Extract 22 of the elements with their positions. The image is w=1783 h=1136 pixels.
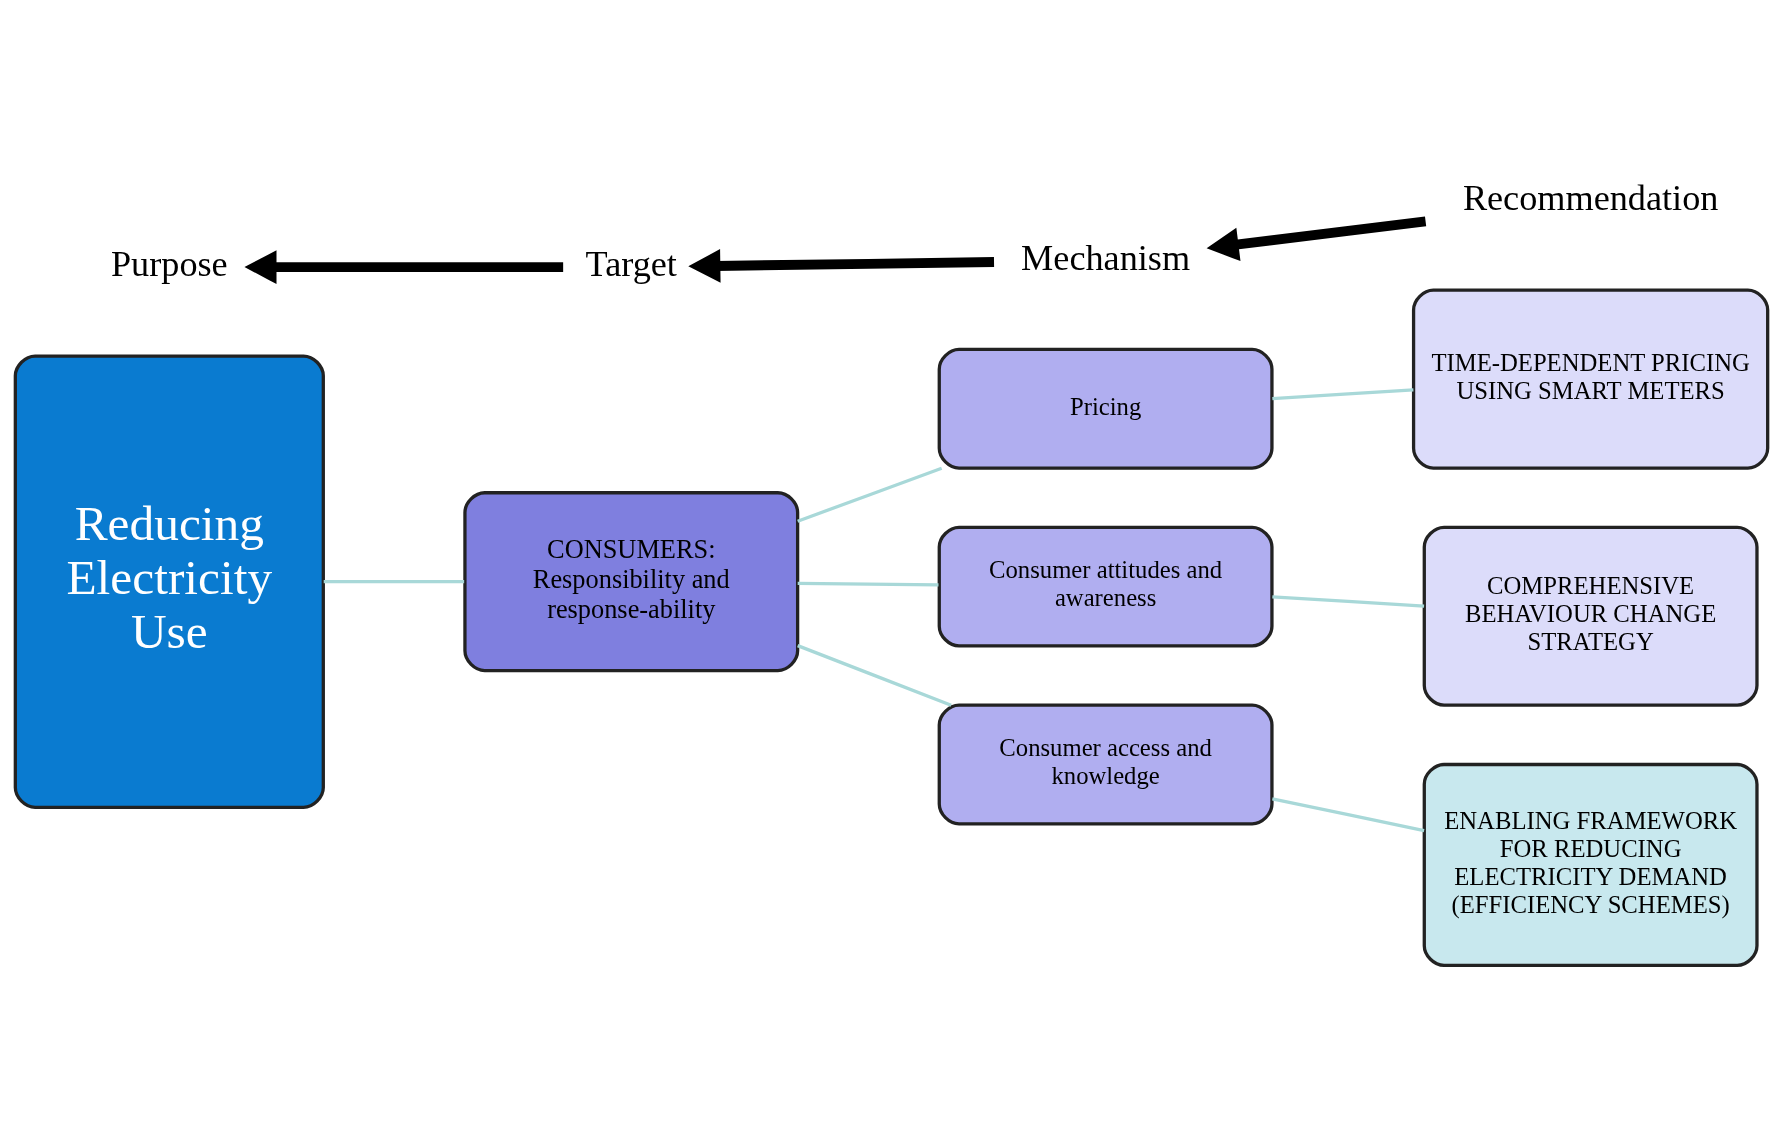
connector xyxy=(1272,594,1425,608)
connector xyxy=(323,579,465,583)
node-box: CONSUMERS: Responsibility and response-ability xyxy=(463,490,800,672)
arrow xyxy=(1206,215,1427,261)
arrow xyxy=(244,249,564,284)
node-box: Reducing Electricity Use xyxy=(13,353,325,809)
connector xyxy=(797,466,943,523)
node-text: Mechanism xyxy=(1021,237,1191,278)
node-box: Pricing xyxy=(937,347,1274,470)
connector xyxy=(1272,796,1425,832)
node-box: TIME-DEPENDENT PRICING USING SMART METERS xyxy=(1411,288,1770,470)
connector xyxy=(1272,387,1414,400)
node-box: COMPREHENSIVE BEHAVIOUR CHANGE STRATEGY xyxy=(1422,525,1759,707)
connector xyxy=(797,581,939,587)
node-text: Purpose xyxy=(110,243,228,284)
node-text: Recommendation xyxy=(1462,177,1719,218)
node-text: Target xyxy=(585,243,677,284)
node-box: ENABLING FRAMEWORK FOR REDUCING ELECTRICITY DEMAND (EFFICIENCY SCHEMES) xyxy=(1422,762,1759,967)
arrow xyxy=(688,248,995,283)
node-box: Consumer access and knowledge xyxy=(937,703,1274,825)
node-box: Consumer attitudes and awareness xyxy=(937,525,1274,648)
connector xyxy=(797,643,952,707)
